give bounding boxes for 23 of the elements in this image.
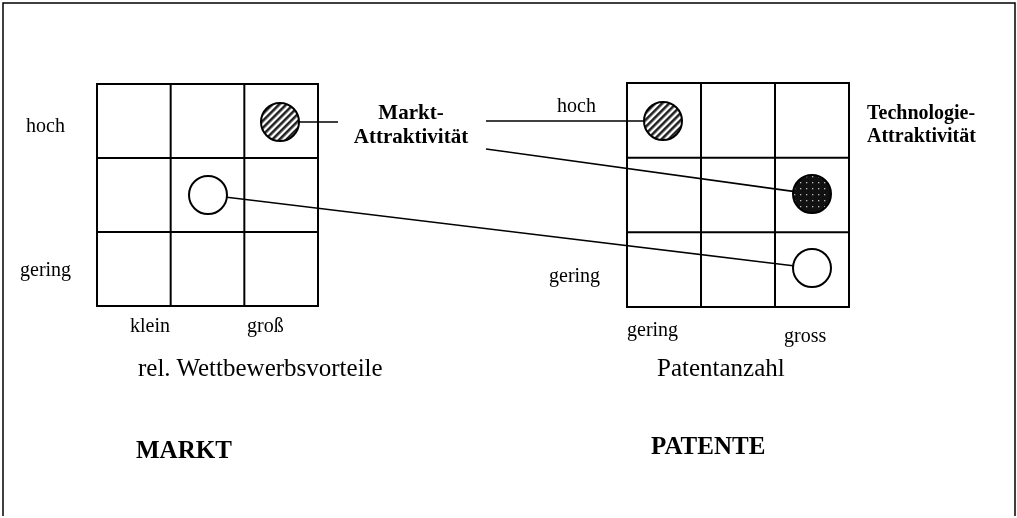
axis-label: hoch: [557, 94, 596, 117]
axis-title: Technologie- Attraktivität: [867, 101, 977, 147]
connector-line: [485, 120, 645, 122]
circle: [792, 248, 832, 288]
axis-title: Patentanzahl: [657, 354, 785, 383]
hatched-circle: [260, 102, 300, 142]
chart-title: PATENTE: [651, 432, 766, 461]
axis-label: hoch: [26, 114, 65, 137]
axis-label: groß: [247, 314, 284, 337]
axis-title: rel. Wettbewerbsvorteile: [138, 354, 383, 383]
bold-label: Markt- Attraktivität: [344, 100, 478, 149]
connector-line: [298, 121, 339, 123]
circle: [188, 175, 228, 215]
axis-label: gering: [20, 258, 72, 281]
axis-label: gering: [627, 318, 679, 341]
dotted-circle: [792, 174, 832, 214]
axis-label: klein: [130, 314, 170, 337]
connector-line: [485, 148, 794, 193]
connector-line: [226, 196, 794, 267]
hatched-circle: [643, 101, 683, 141]
chart-title: MARKT: [136, 436, 232, 465]
axis-label: gering: [549, 264, 601, 287]
axis-label: gross: [784, 324, 827, 347]
